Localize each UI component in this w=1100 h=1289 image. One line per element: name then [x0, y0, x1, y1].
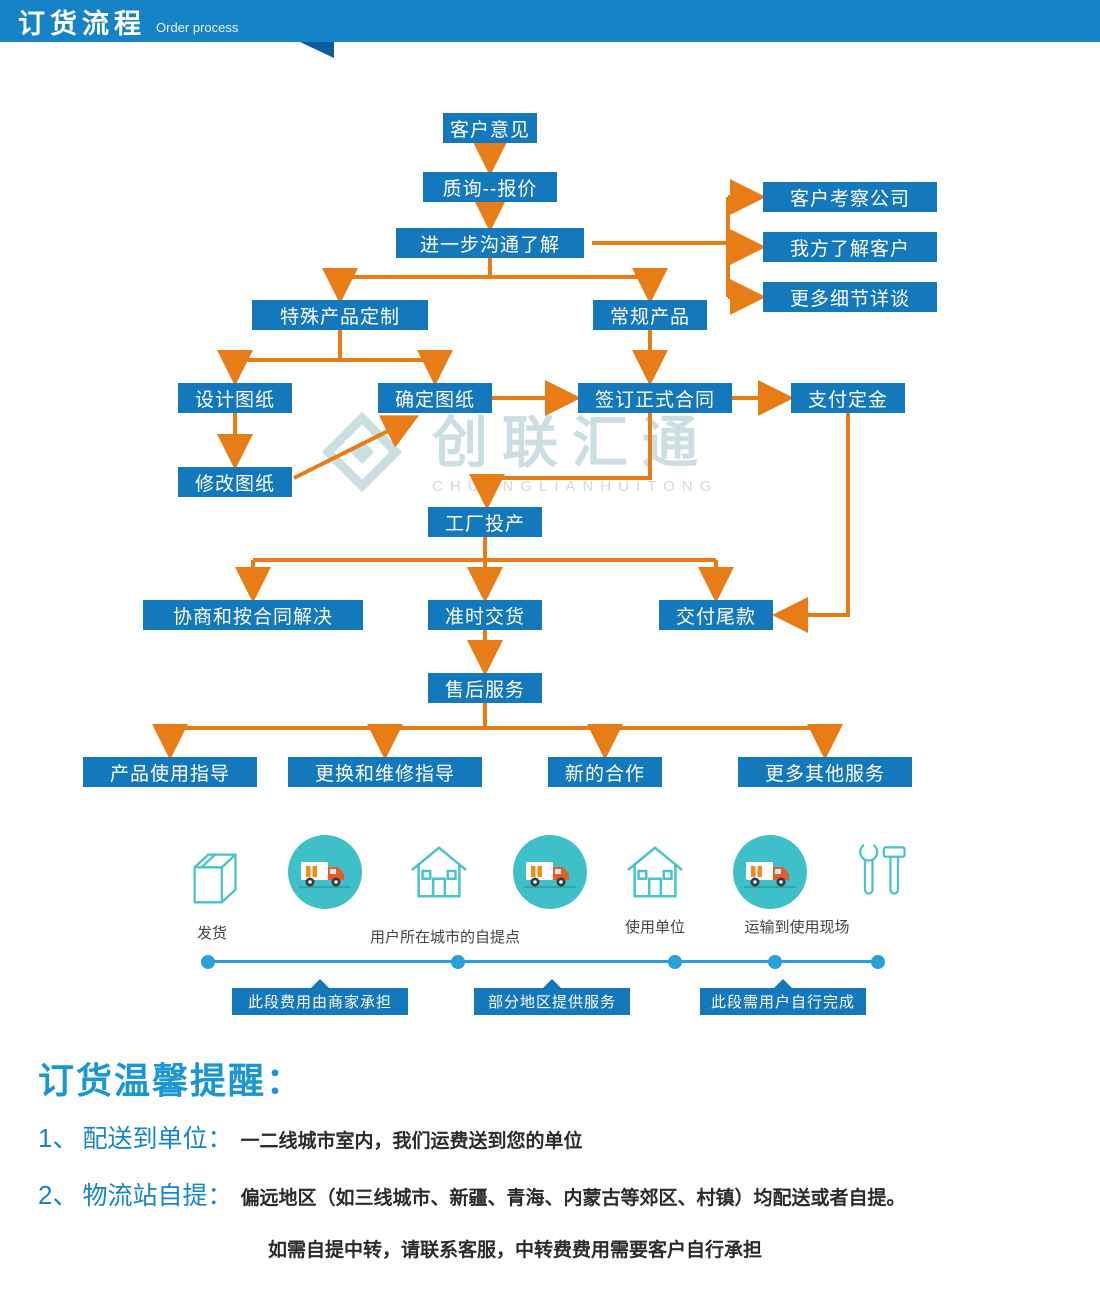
timeline-tag-merchant-pays: 此段费用由商家承担	[232, 988, 408, 1015]
flow-node-inquiry-quote: 质询--报价	[423, 172, 557, 202]
flow-node-after-sales-service: 售后服务	[428, 673, 542, 703]
flow-node-repair-guide: 更换和维修指导	[288, 757, 482, 787]
package-icon	[193, 853, 237, 904]
step-label-ship: 发货	[196, 925, 227, 942]
reminder-item-heading: 物流站自提：	[82, 1182, 233, 1210]
reminder-item-body: 偏远地区（如三线城市、新疆、青海、内蒙古等郊区、村镇）均配送或者自提。	[240, 1188, 906, 1209]
step-label-transport: 运输到使用现场	[744, 919, 850, 936]
timeline	[208, 960, 878, 963]
reminder-item-number: 2、	[38, 1180, 79, 1210]
header-ribbon-fold	[300, 42, 334, 58]
page-header: 订货流程 Order process	[0, 0, 1100, 42]
step-label-pickup: 用户所在城市的自提点	[369, 929, 520, 946]
timeline-dot	[668, 955, 682, 969]
watermark-sub: CHUANGLIANHUITONG	[432, 477, 719, 495]
house-icon	[627, 846, 683, 898]
timeline-dot	[768, 955, 782, 969]
reminder-item-delivery: 1、 配送到单位： 一二线城市室内，我们运费送到您的单位	[38, 1118, 583, 1155]
flow-node-pay-balance: 交付尾款	[659, 600, 773, 630]
flow-node-regular-product: 常规产品	[593, 300, 707, 330]
flow-node-more-details: 更多细节详谈	[763, 282, 937, 312]
flow-node-further-communication: 进一步沟通了解	[396, 228, 584, 258]
flow-node-sign-contract: 签订正式合同	[578, 383, 732, 413]
timeline-dot	[871, 955, 885, 969]
flow-node-usage-guide: 产品使用指导	[83, 757, 257, 787]
flow-node-pay-deposit: 支付定金	[791, 383, 905, 413]
flow-node-custom-product: 特殊产品定制	[252, 300, 428, 330]
brand-diamond-icon	[322, 412, 402, 492]
house-icon	[411, 846, 467, 898]
page-subtitle: Order process	[156, 19, 239, 35]
flow-node-more-services: 更多其他服务	[738, 757, 912, 787]
reminder-item-pickup: 2、 物流站自提： 偏远地区（如三线城市、新疆、青海、内蒙古等郊区、村镇）均配送…	[38, 1175, 906, 1212]
flow-node-on-time-delivery: 准时交货	[428, 600, 542, 630]
flow-node-confirm-drawing: 确定图纸	[378, 383, 492, 413]
flow-node-customer-visit-company: 客户考察公司	[763, 182, 937, 212]
timeline-dot	[201, 955, 215, 969]
step-label-unit: 使用单位	[624, 919, 685, 936]
reminder-item-body: 一二线城市室内，我们运费送到您的单位	[240, 1131, 583, 1152]
flow-node-design-drawing: 设计图纸	[178, 383, 292, 413]
flow-node-new-cooperation: 新的合作	[548, 757, 662, 787]
flow-node-factory-production: 工厂投产	[428, 507, 542, 537]
timeline-dot	[451, 955, 465, 969]
flow-node-modify-drawing: 修改图纸	[178, 467, 292, 497]
timeline-tag-user-completes: 此段需用户自行完成	[700, 988, 866, 1015]
watermark: 创联汇通 CHUANGLIANHUITONG	[322, 412, 718, 495]
flow-node-negotiate-resolution: 协商和按合同解决	[143, 600, 363, 630]
flow-node-know-customer: 我方了解客户	[763, 232, 937, 262]
tools-icon	[859, 839, 906, 895]
truck-icon	[733, 835, 807, 909]
reminder-item-heading: 配送到单位：	[82, 1125, 233, 1153]
truck-icon	[288, 835, 362, 909]
page-title: 订货流程	[18, 8, 146, 39]
reminder-note: 如需自提中转，请联系客服，中转费费用需要客户自行承担	[268, 1240, 763, 1261]
reminder-item-number: 1、	[38, 1123, 79, 1153]
timeline-tag-partial-service: 部分地区提供服务	[474, 988, 630, 1015]
truck-icon	[513, 835, 587, 909]
reminder-title: 订货温馨提醒：	[38, 1060, 305, 1101]
flow-node-customer-opinion: 客户意见	[443, 113, 537, 143]
watermark-name: 创联汇通	[432, 411, 712, 474]
